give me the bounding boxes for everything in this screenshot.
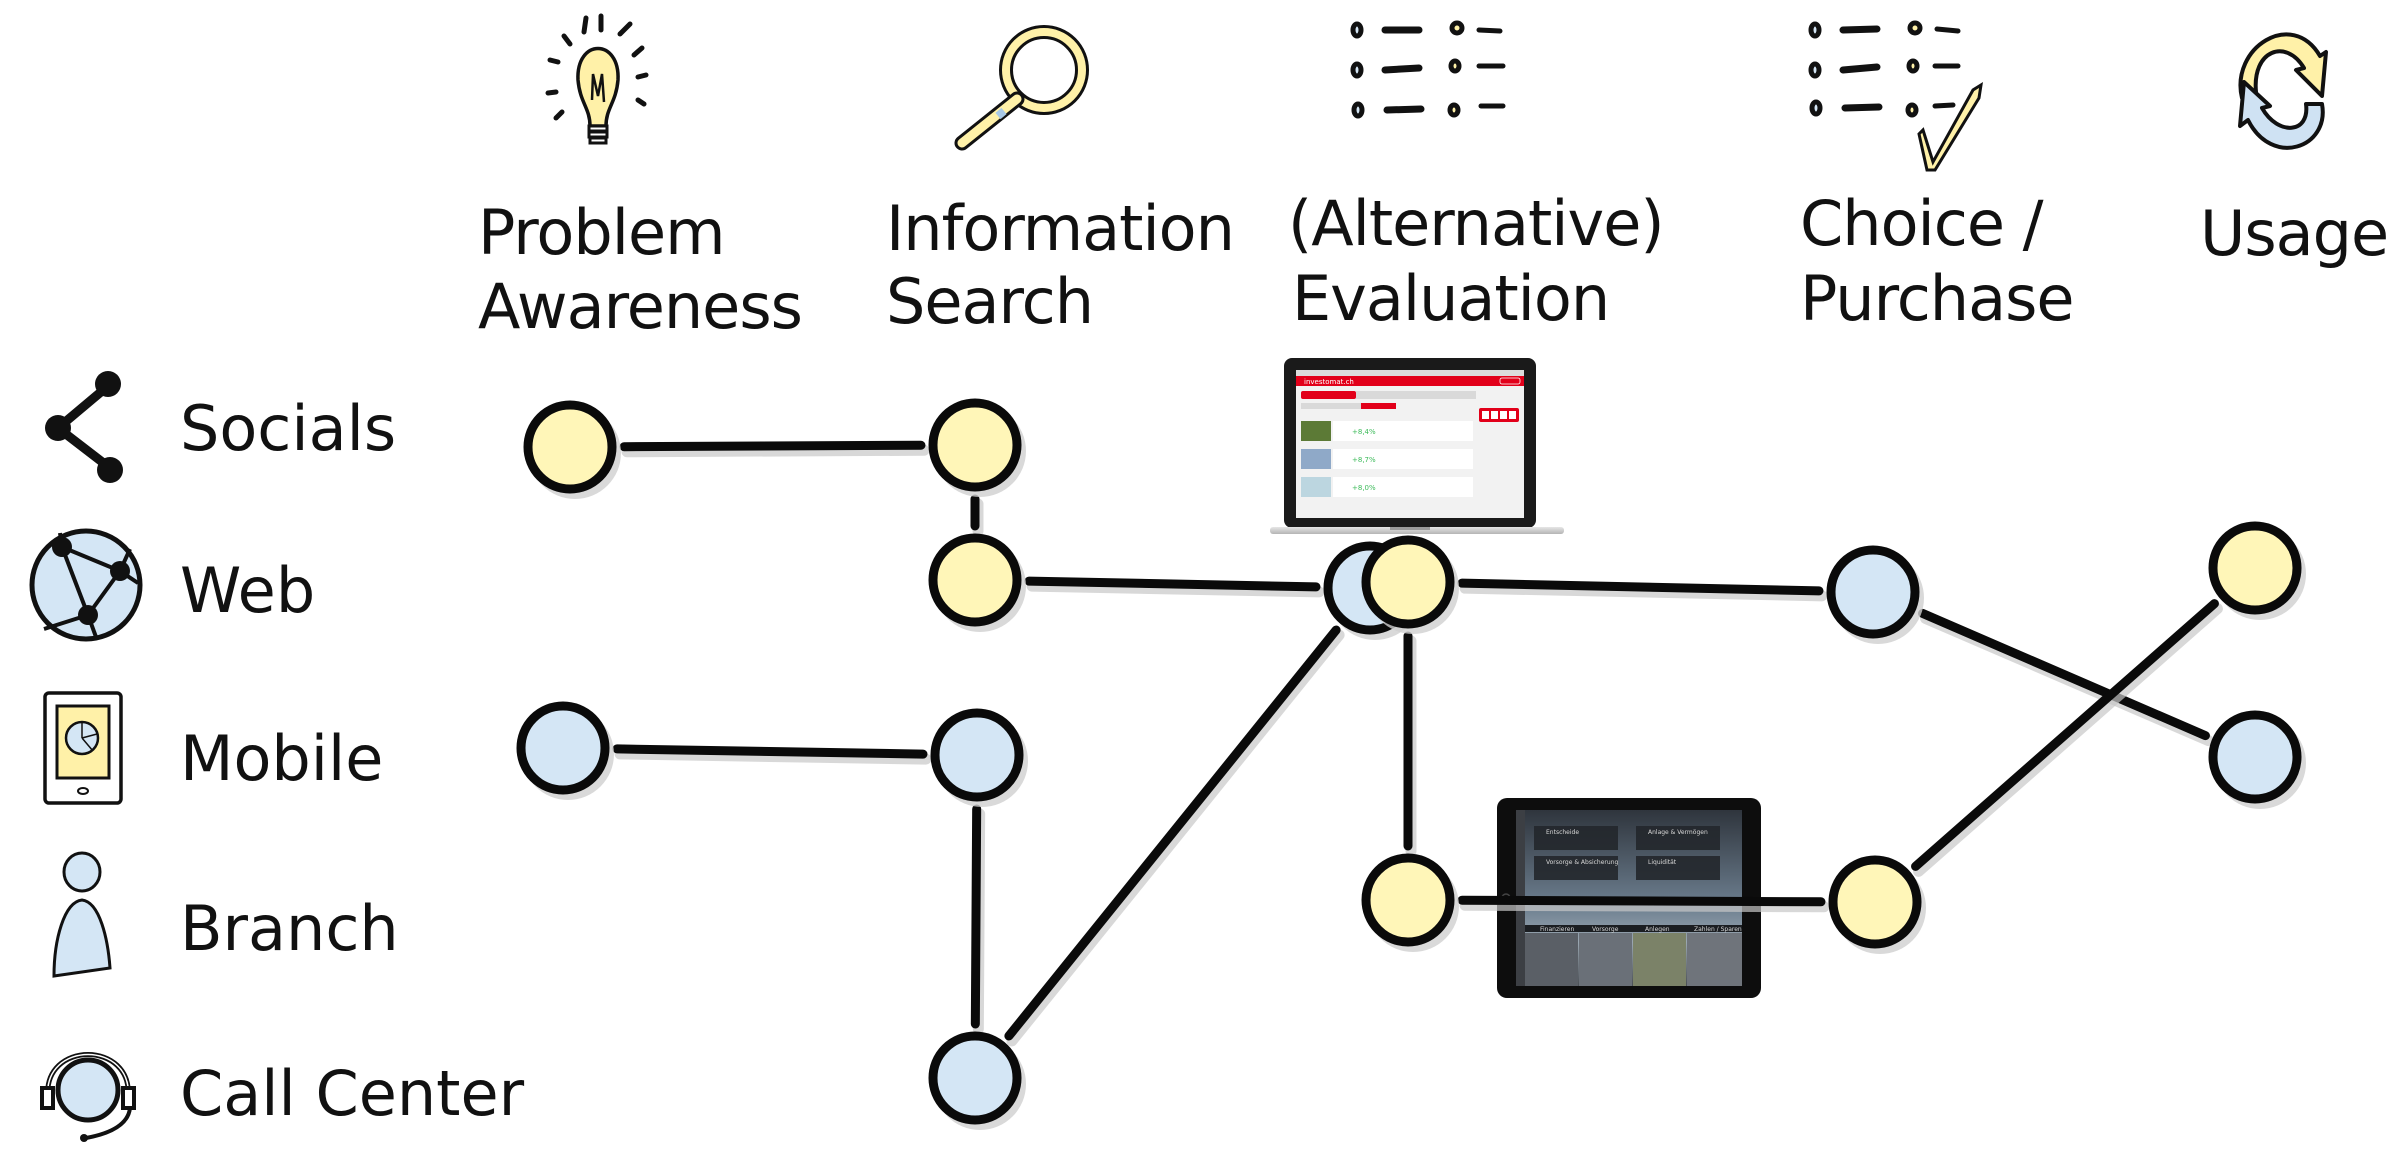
channel-label-mobile: Mobile	[180, 722, 383, 795]
journey-edge-n1-n2	[619, 440, 926, 452]
touchpoint-node-branch-choice-purchase	[1828, 855, 1922, 949]
journey-edge-n3-n4	[1024, 576, 1321, 592]
row-return: +8,7%	[1352, 456, 1376, 464]
channel-label-socials: Socials	[180, 392, 396, 465]
globe-network-icon	[29, 528, 143, 642]
phase-label-line: Awareness	[478, 270, 802, 343]
laptop-app-header	[1296, 376, 1524, 386]
tablet-tab: Anlegen	[1645, 926, 1670, 933]
touchpoint-node-branch-alternative-evaluation	[1361, 853, 1455, 947]
tablet-card-title: Liquidität	[1648, 859, 1677, 866]
tablet-card-title: Entscheide	[1546, 829, 1579, 836]
journey-nodes	[516, 398, 2306, 1130]
laptop-device: investomat.ch +8,4% +8,7% +8,0%	[1270, 358, 1564, 534]
phase-header-information-search: Information Search	[886, 192, 1235, 338]
edge-shadow	[1006, 629, 1345, 1047]
tablet-tab: Finanzieren	[1540, 926, 1574, 933]
edge-shadow	[1459, 582, 1828, 602]
person-icon	[52, 851, 112, 978]
laptop-result-row: +8,0%	[1301, 477, 1473, 497]
journey-edge-n11-n12	[1457, 895, 1826, 907]
edge-shadow	[1459, 899, 1830, 913]
phase-label-line: Choice /	[1800, 187, 2044, 260]
touchpoint-node-web-information-search	[928, 533, 1022, 627]
journey-edge-n6-n8	[1918, 608, 2210, 741]
touchpoint-node-web-choice-purchase	[1826, 545, 1920, 639]
touchpoint-node-socials-problem-awareness	[523, 400, 617, 494]
row-return: +8,4%	[1352, 428, 1376, 436]
phase-label-line: Search	[886, 265, 1093, 338]
magnifier-icon	[954, 25, 1089, 151]
list-icon	[1350, 20, 1506, 119]
touchpoint-node-socials-information-search	[928, 398, 1022, 492]
touchpoint-node-mobile-usage	[2208, 710, 2302, 804]
channel-label-branch: Branch	[180, 892, 399, 965]
phase-header-alternative-evaluation: (Alternative) Evaluation	[1288, 187, 1665, 335]
journey-edge-n9-n10	[612, 744, 928, 759]
journey-edge-n10-n13	[970, 804, 982, 1029]
tablet-tab: Vorsorge	[1592, 926, 1619, 933]
phase-label-line: (Alternative)	[1288, 187, 1664, 260]
channel-label-web: Web	[180, 554, 315, 627]
edge-shadow	[614, 748, 932, 765]
touchpoint-node-web-alternative-evaluation	[1361, 535, 1455, 629]
edge-shadow	[621, 444, 930, 458]
phase-label-line: Evaluation	[1292, 262, 1609, 335]
touchpoint-node-mobile-problem-awareness	[516, 701, 610, 795]
channel-label-call-center: Call Center	[180, 1057, 525, 1130]
tablet-chart-icon	[43, 691, 123, 805]
lightbulb-icon	[545, 13, 649, 145]
touchpoint-node-web-usage	[2208, 521, 2302, 615]
tablet-tab: Zahlen / Sparen	[1694, 926, 1742, 933]
phase-label-line: Problem	[478, 196, 724, 269]
phase-header-problem-awareness: Problem Awareness	[478, 196, 803, 343]
share-icon	[45, 371, 123, 483]
journey-edges	[612, 440, 2223, 1047]
phase-header-usage: Usage	[2200, 197, 2389, 270]
tablet-card-title: Anlage & Vermögen	[1648, 829, 1708, 836]
laptop-result-row: +8,4%	[1301, 421, 1473, 441]
touchpoint-node-call-center-information-search	[928, 1031, 1022, 1125]
tablet-card-title: Vorsorge & Absicherung	[1546, 859, 1618, 866]
journey-edge-n12-n7	[1911, 599, 2219, 871]
touchpoint-node-mobile-information-search	[930, 708, 1024, 802]
laptop-brand: investomat.ch	[1304, 378, 1354, 386]
checklist-icon	[1808, 20, 1983, 172]
phase-label-line: Information	[886, 192, 1234, 265]
journey-edge-n5-n6	[1457, 578, 1824, 596]
cycle-arrows-icon	[2238, 32, 2328, 150]
phase-header-choice-purchase: Choice / Purchase	[1800, 187, 2075, 335]
phase-label-line: Purchase	[1800, 262, 2074, 335]
edge-shadow	[1913, 603, 2223, 877]
laptop-result-row: +8,7%	[1301, 449, 1473, 469]
journey-edge-n13-n4	[1004, 625, 1341, 1041]
edge-shadow	[1026, 580, 1325, 598]
row-return: +8,0%	[1352, 484, 1376, 492]
phase-label-line: Usage	[2200, 197, 2388, 270]
headset-icon	[40, 1052, 136, 1142]
